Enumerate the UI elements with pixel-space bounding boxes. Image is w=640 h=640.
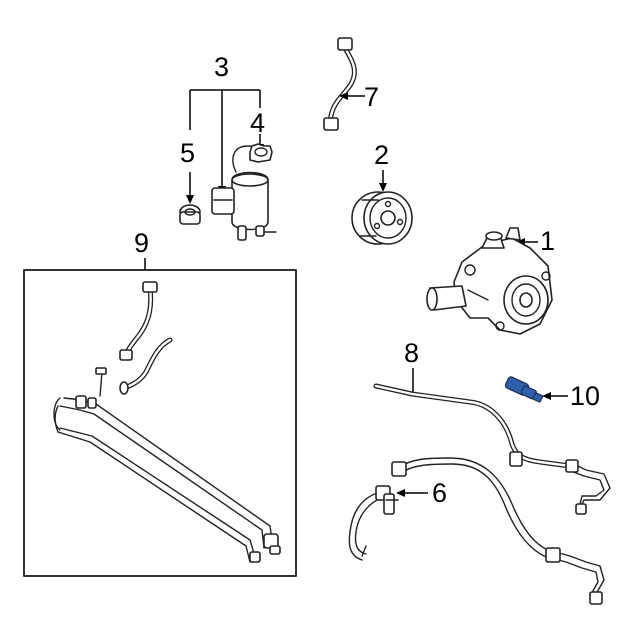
callout-2-label: 2 — [374, 140, 389, 170]
callout-8-label: 8 — [404, 338, 419, 368]
callout-1-label: 1 — [540, 226, 555, 256]
part-6-return-line[interactable] — [348, 457, 605, 605]
callout-9-label: 9 — [134, 228, 149, 258]
callout-6-label: 6 — [432, 478, 447, 508]
part-10-pressure-switch[interactable] — [504, 376, 544, 403]
part-1-pump[interactable] — [426, 227, 553, 335]
part-9-cooler-lines[interactable] — [53, 281, 281, 563]
part-2-pulley[interactable] — [351, 191, 413, 245]
callout-8: 8 — [404, 338, 419, 392]
callout-6: 6 — [396, 478, 447, 508]
part-3-reservoir[interactable] — [211, 145, 277, 241]
callout-10: 10 — [542, 381, 600, 411]
callout-5: 5 — [180, 90, 195, 204]
callout-5-label: 5 — [180, 138, 195, 168]
part-8-pressure-line[interactable] — [373, 383, 611, 515]
part-9-frame — [23, 269, 297, 577]
callout-4-label: 4 — [250, 108, 265, 138]
part-7-hose[interactable] — [323, 37, 357, 131]
part-5-grommet[interactable] — [179, 204, 201, 225]
callout-7: 7 — [339, 82, 379, 112]
callout-10-label: 10 — [570, 381, 600, 411]
callout-2: 2 — [374, 140, 389, 192]
part-4-cap[interactable] — [249, 143, 273, 163]
callout-7-label: 7 — [364, 82, 379, 112]
callout-3-label: 3 — [214, 52, 229, 82]
callout-9: 9 — [134, 228, 149, 270]
